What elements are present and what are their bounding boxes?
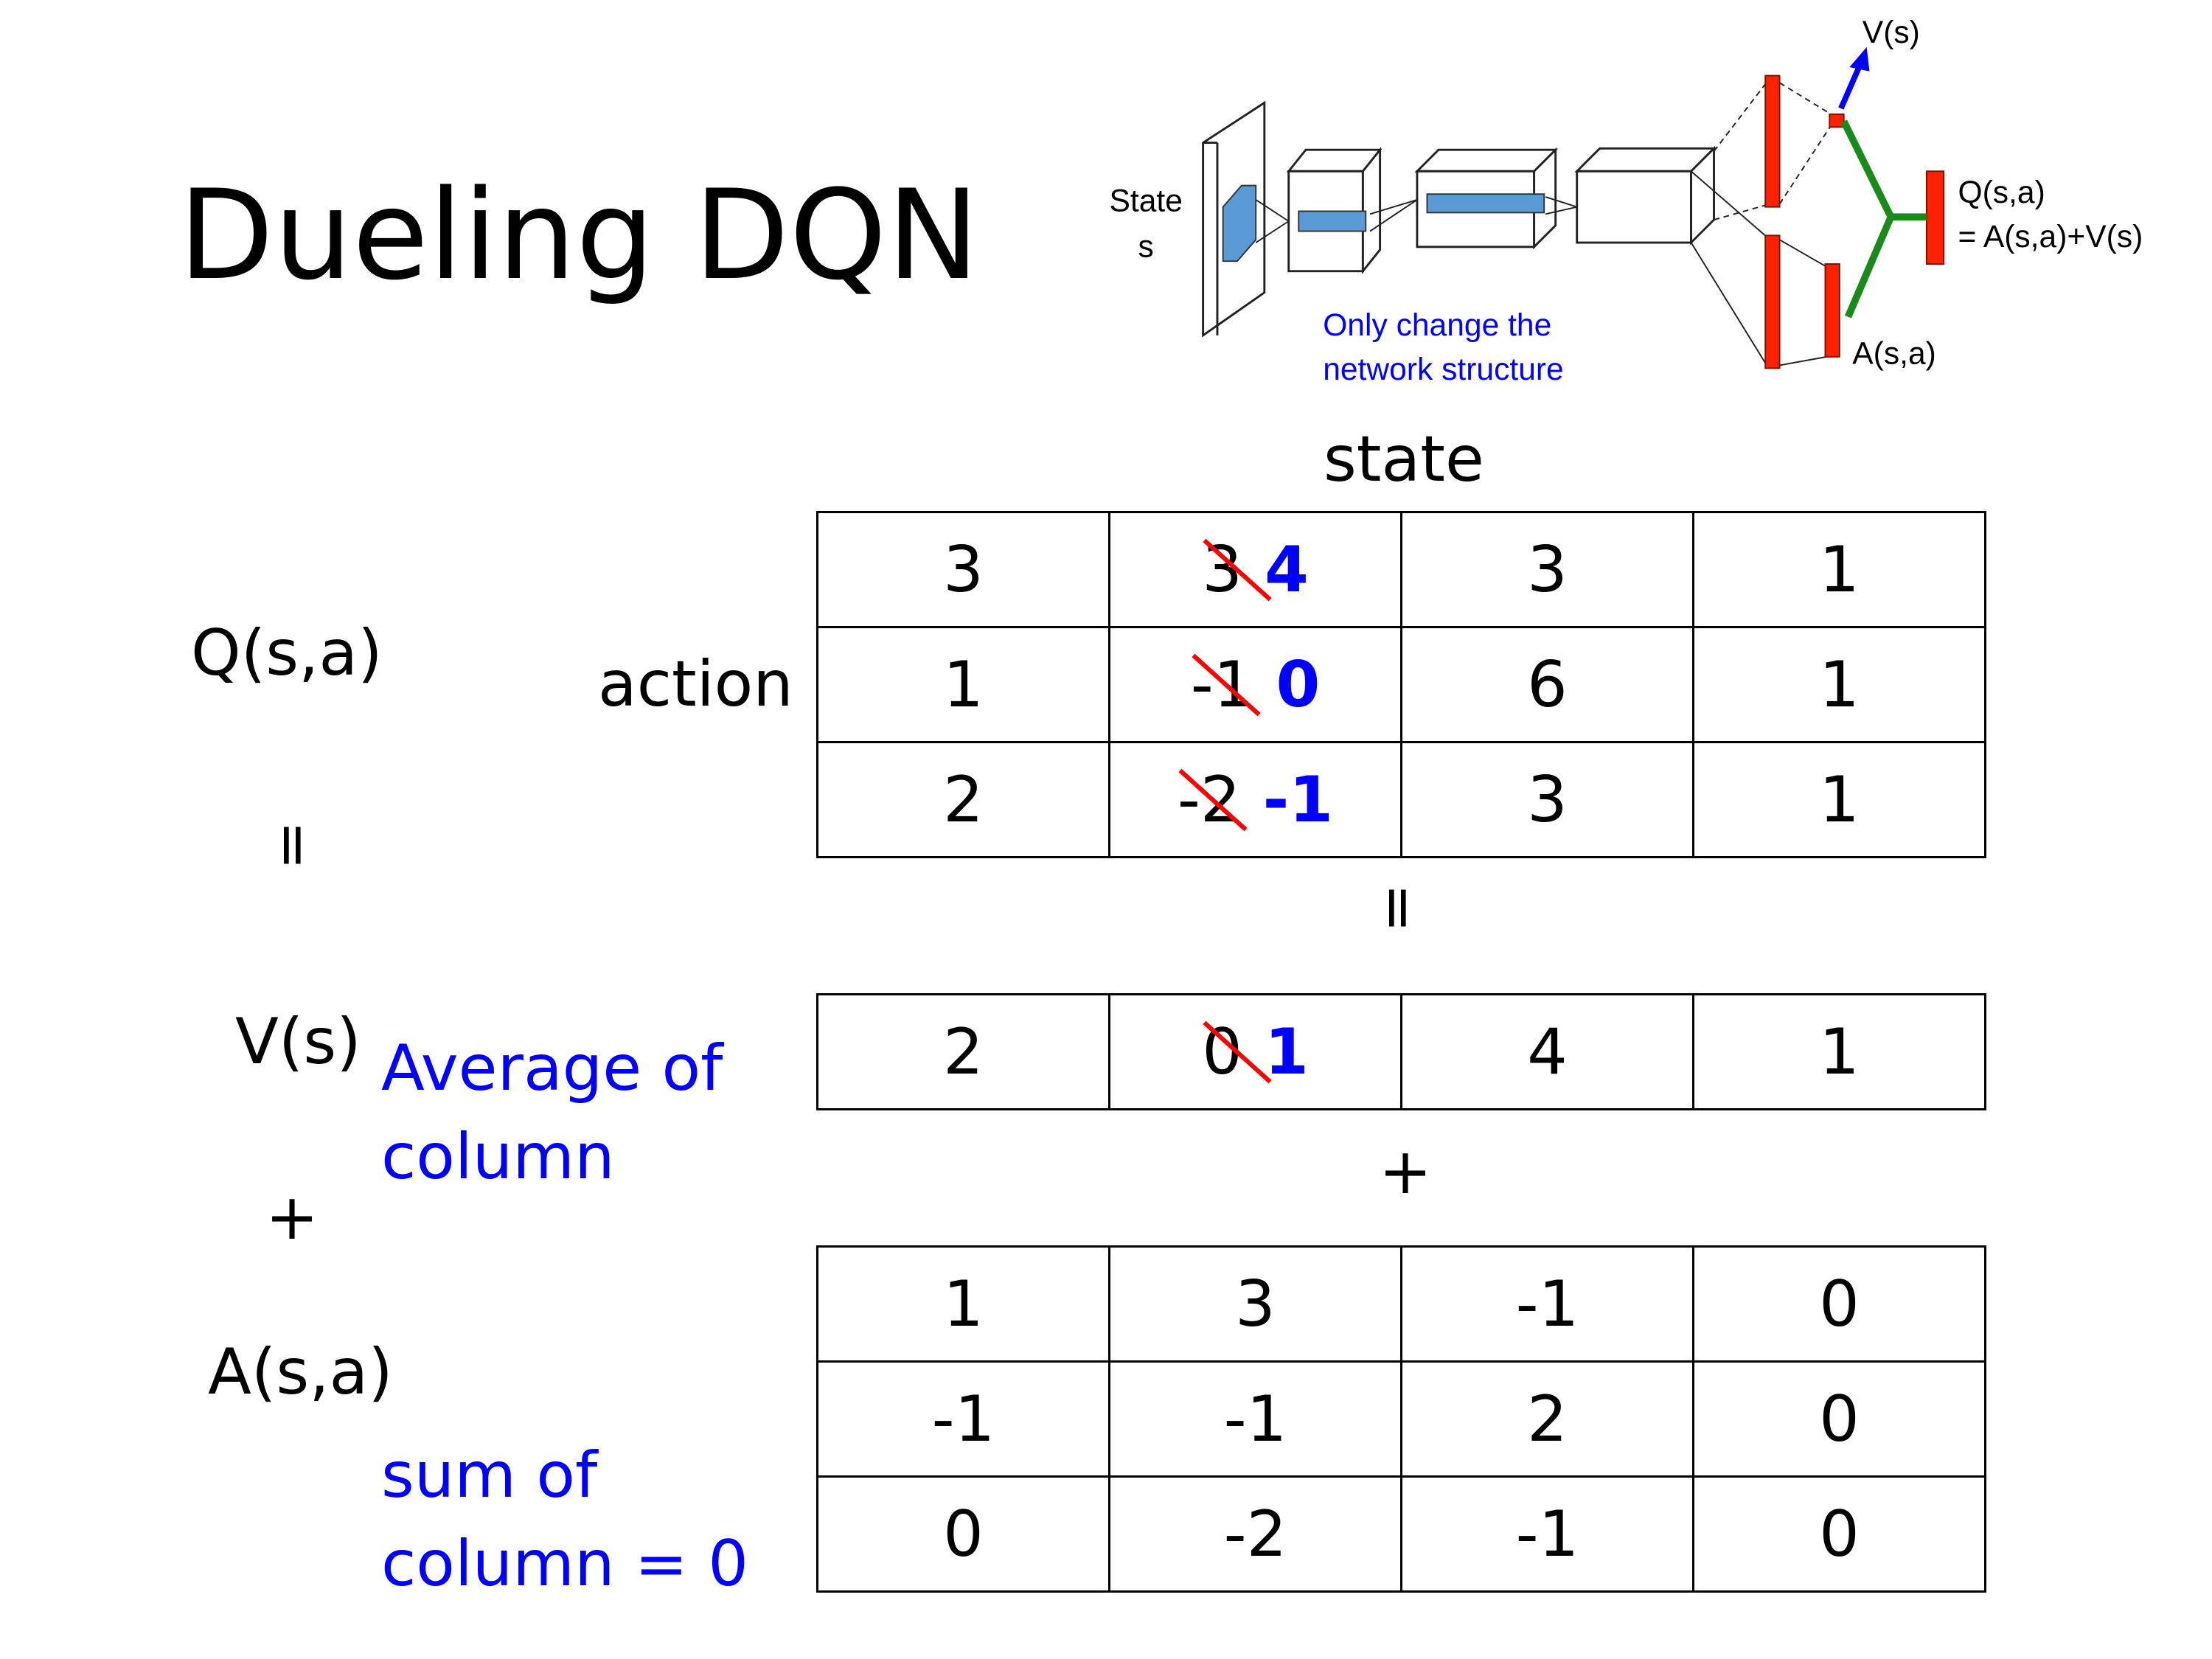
table-cell: 1 bbox=[1692, 993, 1986, 1110]
equals-sign-table: = bbox=[1365, 883, 1434, 933]
table-cell: 6 bbox=[1400, 626, 1694, 743]
table-cell: 2 bbox=[816, 993, 1110, 1110]
table-cell: -1 bbox=[1108, 1360, 1402, 1478]
table-cell: 3 bbox=[1108, 1245, 1402, 1363]
table-cell: 1 bbox=[1692, 511, 1986, 628]
value-output bbox=[1829, 113, 1845, 128]
advantage-output bbox=[1824, 263, 1840, 358]
q-label: Q(s,a) bbox=[191, 616, 383, 690]
updated-value: 1 bbox=[1264, 1015, 1309, 1089]
struck-old-value: -1 bbox=[1190, 647, 1254, 722]
table-cell: -1 bbox=[816, 1360, 1110, 1478]
value-arrow bbox=[1838, 61, 1864, 110]
table-cell: 1 bbox=[1692, 626, 1986, 743]
sum-note-line1: sum of bbox=[381, 1439, 598, 1512]
merge-lines bbox=[1840, 119, 1895, 319]
table-cell: 0 bbox=[1692, 1475, 1986, 1593]
updated-value: 4 bbox=[1264, 532, 1309, 607]
table-cell: 0 bbox=[816, 1475, 1110, 1593]
note-line2: network structure bbox=[1323, 352, 1564, 387]
table-cell: 0 bbox=[1692, 1245, 1986, 1363]
q-formula: = A(s,a)+V(s) bbox=[1958, 219, 2143, 254]
table-cell: -2 bbox=[1108, 1475, 1402, 1593]
table-cell: 1 bbox=[816, 626, 1110, 743]
struck-old-value: 0 bbox=[1202, 1015, 1242, 1089]
table-cell: 2 bbox=[816, 741, 1110, 858]
state-axis-label: state bbox=[1324, 422, 1484, 496]
equals-sign-left: = bbox=[260, 820, 329, 871]
state-var: s bbox=[1138, 229, 1154, 264]
table-cell: 3 bbox=[1400, 511, 1694, 628]
q-label: Q(s,a) bbox=[1958, 175, 2045, 210]
plus-sign-left: + bbox=[265, 1180, 319, 1254]
feature-patch-3 bbox=[1426, 193, 1545, 214]
table-cell: -2 -1 bbox=[1108, 741, 1402, 858]
struck-old-value: -2 bbox=[1177, 762, 1241, 837]
average-note-line2: column bbox=[381, 1120, 615, 1194]
a-label: A(s,a) bbox=[208, 1335, 393, 1409]
table-cell: 1 bbox=[816, 1245, 1110, 1363]
value-stream-fc bbox=[1764, 74, 1781, 208]
updated-value: -1 bbox=[1262, 762, 1334, 837]
struck-old-value: 3 bbox=[1202, 532, 1242, 607]
table-cell: -1 bbox=[1400, 1475, 1694, 1593]
plus-sign-table: + bbox=[1379, 1135, 1433, 1208]
table-cell: 0 bbox=[1692, 1360, 1986, 1478]
sum-note-line2: column = 0 bbox=[381, 1527, 749, 1601]
note-line1: Only change the bbox=[1323, 307, 1551, 343]
a-label: A(s,a) bbox=[1852, 336, 1936, 372]
state-label: State bbox=[1109, 183, 1182, 218]
table-cell: 4 bbox=[1400, 993, 1694, 1110]
table-cell: 3 bbox=[1400, 741, 1694, 858]
table-cell: -1 0 bbox=[1108, 626, 1402, 743]
average-note-line1: Average of bbox=[381, 1032, 723, 1105]
page-title: Dueling DQN bbox=[178, 163, 980, 307]
advantage-stream-fc bbox=[1764, 234, 1781, 369]
table-cell: 1 bbox=[1692, 741, 1986, 858]
arrow-head-icon bbox=[1849, 46, 1870, 72]
table-cell: 3 bbox=[816, 511, 1110, 628]
table-cell: 2 bbox=[1400, 1360, 1694, 1478]
updated-value: 0 bbox=[1276, 647, 1321, 722]
feature-patch-1 bbox=[1222, 184, 1257, 262]
table-cell: -1 bbox=[1400, 1245, 1694, 1363]
conv-layer-2 bbox=[1414, 148, 1559, 173]
v-label: V(s) bbox=[235, 1005, 361, 1079]
action-axis-label: action bbox=[598, 647, 793, 721]
feature-patch-2 bbox=[1298, 210, 1367, 232]
v-label: V(s) bbox=[1863, 15, 1920, 50]
q-output bbox=[1925, 170, 1945, 265]
